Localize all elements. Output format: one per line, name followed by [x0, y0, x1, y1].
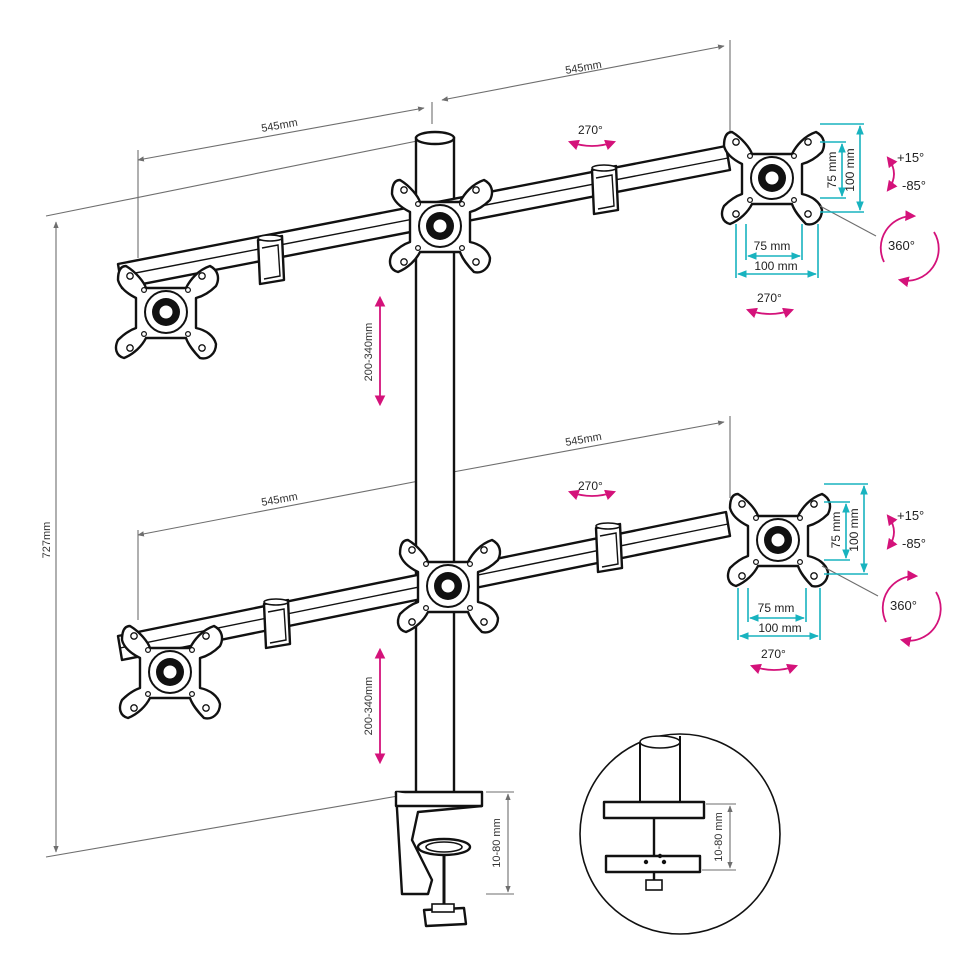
vesa-small-lower-vertical: 75 mm [829, 512, 843, 549]
tilt-indicators: +15° -85° +15° -85° [886, 150, 926, 551]
height-adjust-upper: 200-340mm [363, 295, 386, 407]
height-adjust-lower: 200-340mm [363, 647, 386, 765]
height-adjust-upper-label: 200-340mm [363, 323, 375, 382]
tilt-down-upper-label: -85° [902, 178, 926, 193]
tilt-down-lower-label: -85° [902, 536, 926, 551]
total-height-label: 727mm [41, 522, 53, 559]
swivel-indicators: 270° 270° 270° 270° [567, 123, 799, 675]
swivel-lower-bottom-label: 270° [761, 647, 786, 661]
clamp-detail-range-label: 10-80 mm [713, 812, 725, 862]
desk-clamp [394, 790, 484, 928]
lower-right-arm-length: 545mm [564, 431, 602, 449]
vesa-small-lower-horizontal: 75 mm [758, 601, 795, 615]
clamp-detail-inset: 10-80 mm [579, 733, 781, 935]
vesa-plate-lower-right [726, 492, 832, 588]
swivel-lower-top-label: 270° [578, 479, 603, 493]
swivel-upper-bottom-label: 270° [757, 291, 782, 305]
vesa-large-upper-horizontal: 100 mm [754, 259, 797, 273]
rotation-360-lower: 360° [821, 565, 942, 648]
tilt-up-lower-label: +15° [897, 508, 924, 523]
vesa-large-upper-vertical: 100 mm [843, 148, 857, 191]
vesa-small-upper-vertical: 75 mm [825, 152, 839, 189]
vesa-plate-upper-right [720, 130, 826, 226]
clamp-range-label: 10-80 mm [491, 818, 503, 868]
rotation-360-upper: 360° [819, 205, 940, 288]
rotation-360-lower-label: 360° [890, 598, 917, 613]
vesa-dimensions-lower: 75 mm 100 mm 75 mm 100 mm [737, 483, 868, 640]
tilt-up-upper-label: +15° [897, 150, 924, 165]
vesa-large-lower-vertical: 100 mm [847, 508, 861, 551]
dimension-lines [45, 40, 731, 895]
lower-left-arm-length: 545mm [260, 491, 298, 509]
upper-right-arm-length: 545mm [564, 59, 602, 77]
vesa-small-upper-horizontal: 75 mm [754, 239, 791, 253]
dimension-labels: 545mm 545mm 545mm 545mm 727mm 10-80 mm [41, 59, 603, 868]
vesa-dimensions-upper: 75 mm 100 mm 75 mm 100 mm [735, 123, 864, 278]
vesa-large-lower-horizontal: 100 mm [758, 621, 801, 635]
height-adjust-lower-label: 200-340mm [363, 677, 375, 736]
swivel-upper-top-label: 270° [578, 123, 603, 137]
rotation-360-upper-label: 360° [888, 238, 915, 253]
